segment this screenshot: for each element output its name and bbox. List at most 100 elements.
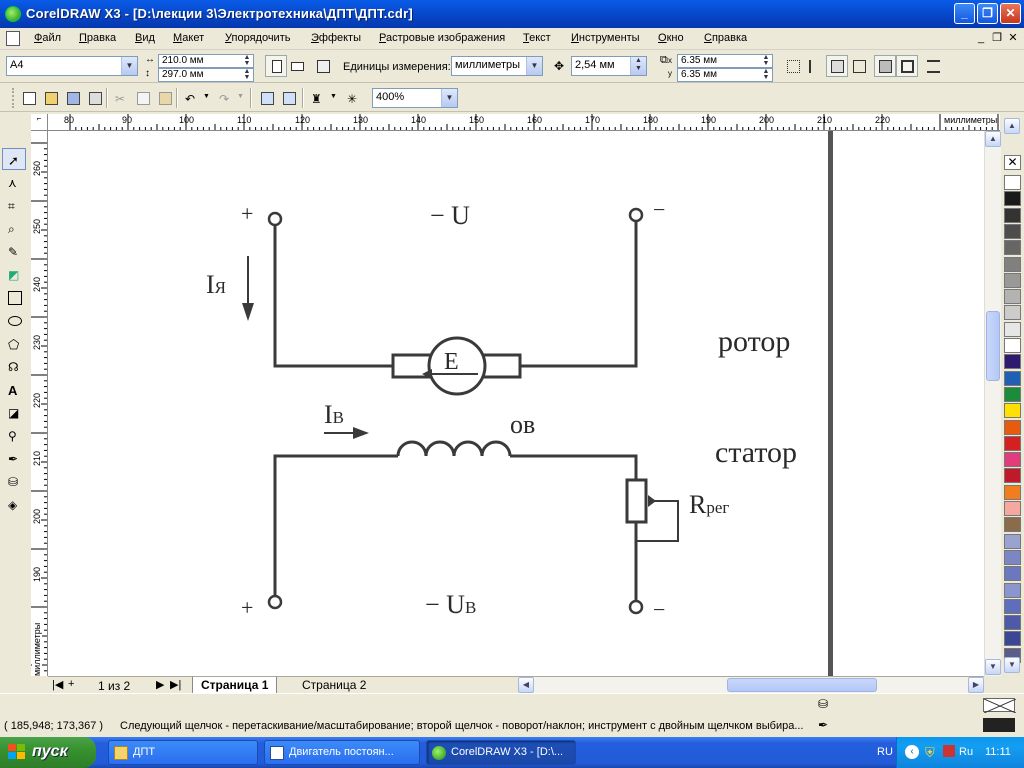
color-swatch[interactable] — [1004, 501, 1021, 516]
horizontal-scrollbar[interactable]: ◀ ▶ — [518, 677, 984, 693]
dynamic-guides-button[interactable] — [848, 55, 870, 77]
print-button[interactable] — [84, 87, 106, 109]
save-button[interactable] — [62, 87, 84, 109]
drawing-canvas[interactable]: + − − U IЯ E ротор IВ ов статор Rрег + −… — [48, 131, 984, 676]
taskbar-item-coreldraw[interactable]: CorelDRAW X3 - [D:\... — [426, 740, 576, 765]
menu-text[interactable]: Текст — [523, 32, 551, 44]
copy-button[interactable] — [132, 87, 154, 109]
maximize-button[interactable]: ❐ — [977, 3, 998, 24]
paper-size-select[interactable]: A4 ▼ — [6, 56, 138, 76]
tray-app-icon[interactable] — [943, 745, 955, 757]
application-launcher-button[interactable]: ♜ — [306, 87, 328, 109]
taskbar-item-folder[interactable]: ДПТ — [108, 740, 258, 765]
corel-online-button[interactable]: ✳ — [342, 87, 364, 109]
menu-layout[interactable]: Макет — [173, 32, 205, 44]
menu-effects[interactable]: Эффекты — [311, 32, 362, 44]
menu-window[interactable]: Окно — [658, 32, 684, 44]
minimize-button[interactable]: _ — [954, 3, 975, 24]
color-swatch[interactable] — [1004, 549, 1021, 565]
palette-scroll-down-button[interactable]: ▼ — [1004, 657, 1020, 673]
outline-color-indicator[interactable] — [983, 718, 1015, 732]
redo-button[interactable]: ↷ — [214, 87, 236, 109]
duplicate-x-field[interactable]: 6.35 мм ▲▼ — [677, 54, 773, 68]
crop-tool[interactable]: ⌗ — [2, 194, 26, 216]
spin-arrows-icon[interactable]: ▲▼ — [243, 68, 251, 81]
menu-bitmaps[interactable]: Растровые изображения — [379, 32, 506, 44]
treat-as-filled-button[interactable] — [874, 55, 896, 77]
color-swatch[interactable] — [1004, 370, 1021, 386]
color-swatch[interactable] — [1004, 598, 1021, 614]
color-swatch[interactable] — [1004, 403, 1021, 419]
vertical-ruler[interactable]: 260 250 240 230 220 210 200 190 миллимет… — [31, 131, 48, 676]
tab-page-2[interactable]: Страница 2 — [302, 678, 367, 692]
color-swatch[interactable] — [1004, 289, 1021, 305]
outline-tool[interactable]: ✒ — [2, 447, 26, 469]
pick-tool[interactable]: ➚ — [2, 148, 26, 170]
import-button[interactable] — [256, 87, 278, 109]
all-pages-button[interactable] — [312, 55, 334, 77]
doc-minimize-button[interactable]: _ — [977, 32, 985, 44]
units-select[interactable]: миллиметры ▼ — [451, 56, 543, 76]
menu-tools[interactable]: Инструменты — [571, 32, 640, 44]
menu-view[interactable]: Вид — [135, 32, 155, 44]
draw-text-button[interactable] — [896, 55, 918, 77]
scroll-right-button[interactable]: ▶ — [968, 677, 984, 693]
toolbar-grip[interactable] — [12, 88, 15, 108]
shape-tool[interactable]: ⋏ — [2, 171, 26, 193]
portrait-button[interactable] — [265, 55, 287, 77]
no-fill-swatch[interactable]: ✕ — [1004, 155, 1021, 170]
start-button[interactable]: пуск — [0, 737, 96, 768]
spin-arrows-icon[interactable]: ▲▼ — [630, 57, 646, 75]
next-page-icon[interactable]: ▶ — [156, 679, 165, 691]
scroll-down-button[interactable]: ▼ — [985, 659, 1001, 675]
vertical-scrollbar[interactable]: ▲ ▼ — [984, 131, 1001, 676]
color-swatch[interactable] — [1004, 631, 1021, 647]
last-page-icon[interactable]: ▶| — [170, 679, 182, 691]
color-swatch[interactable] — [1004, 468, 1021, 484]
menu-help[interactable]: Справка — [704, 32, 748, 44]
color-swatch[interactable] — [1004, 615, 1021, 631]
language-indicator[interactable]: RU — [877, 746, 893, 758]
eyedropper-tool[interactable]: ⚲ — [2, 424, 26, 446]
doc-restore-button[interactable]: ❐ — [992, 32, 1002, 44]
color-swatch[interactable] — [1004, 338, 1021, 353]
color-swatch[interactable] — [1004, 533, 1021, 549]
snap-guidelines-button[interactable] — [804, 55, 826, 77]
color-swatch[interactable] — [1004, 566, 1021, 582]
export-button[interactable] — [278, 87, 300, 109]
redo-dropdown-icon[interactable]: ▼ — [237, 93, 244, 100]
color-swatch[interactable] — [1004, 452, 1021, 468]
undo-dropdown-icon[interactable]: ▼ — [203, 93, 210, 100]
scroll-left-button[interactable]: ◀ — [518, 677, 534, 693]
horizontal-scroll-thumb[interactable] — [727, 678, 877, 692]
basic-shapes-tool[interactable]: ☊ — [2, 355, 26, 377]
menu-arrange[interactable]: Упорядочить — [225, 32, 291, 44]
freehand-tool[interactable]: ✎ — [2, 240, 26, 262]
page-width-field[interactable]: 210.0 мм ▲▼ — [158, 54, 254, 68]
undo-button[interactable]: ↶ — [180, 87, 202, 109]
snap-objects-button[interactable] — [826, 55, 848, 77]
color-swatch[interactable] — [1004, 223, 1021, 239]
landscape-button[interactable] — [286, 55, 308, 77]
add-page-button[interactable]: + — [68, 678, 75, 690]
color-swatch[interactable] — [1004, 435, 1021, 451]
color-swatch[interactable] — [1004, 207, 1021, 223]
interactive-fill-tool[interactable]: ◈ — [2, 493, 26, 515]
interactive-blend-tool[interactable]: ◪ — [2, 401, 26, 423]
new-button[interactable] — [18, 87, 40, 109]
color-swatch[interactable] — [1004, 305, 1021, 321]
paste-button[interactable] — [154, 87, 176, 109]
color-swatch[interactable] — [1004, 272, 1021, 288]
zoom-tool[interactable]: ⌕ — [2, 217, 26, 239]
menu-file[interactable]: Файл — [34, 32, 62, 44]
tray-language-label[interactable]: Ru — [959, 746, 974, 758]
fill-color-indicator[interactable] — [983, 698, 1017, 714]
color-swatch[interactable] — [1004, 191, 1021, 207]
zoom-select[interactable]: 400% ▼ — [372, 88, 458, 108]
taskbar-item-word[interactable]: Двигатель постоян... — [264, 740, 420, 765]
palette-scroll-up-button[interactable]: ▲ — [1004, 118, 1020, 134]
doc-close-button[interactable]: ✕ — [1008, 32, 1018, 44]
open-button[interactable] — [40, 87, 62, 109]
color-swatch[interactable] — [1004, 517, 1021, 533]
snap-grid-button[interactable] — [782, 55, 804, 77]
